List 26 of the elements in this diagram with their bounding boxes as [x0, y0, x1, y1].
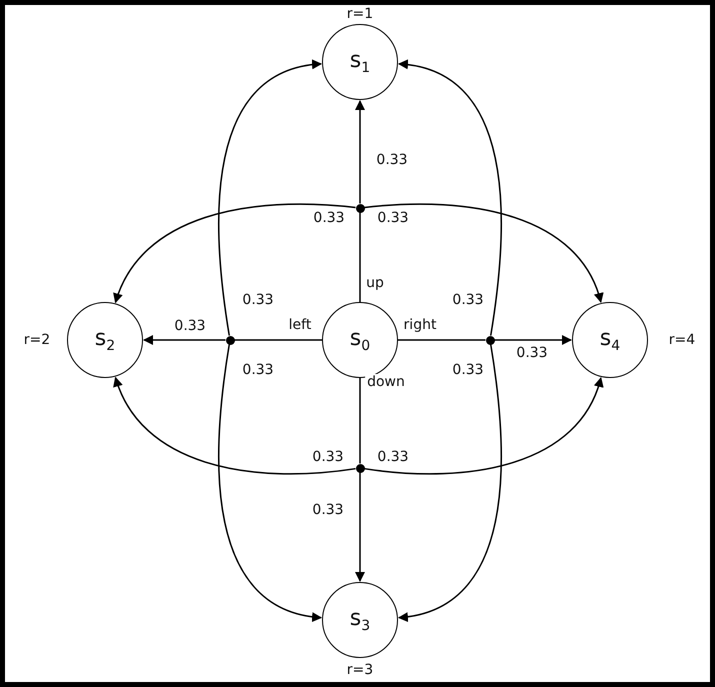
arrow	[143, 335, 226, 345]
reward-label: r=1	[346, 6, 374, 22]
arrow	[114, 376, 356, 474]
arrow	[355, 472, 365, 582]
reward-label: r=3	[346, 662, 374, 678]
action-dot	[226, 336, 234, 344]
action-dot	[486, 336, 494, 344]
reward-label: r=4	[668, 332, 696, 348]
state-name: s$_{4}$	[600, 326, 620, 354]
arrow	[398, 344, 502, 621]
state-name: s$_{2}$	[94, 326, 116, 354]
arrow	[398, 60, 502, 336]
state-name: s$_{3}$	[350, 606, 370, 634]
arrow	[364, 203, 603, 304]
arrow	[218, 344, 322, 621]
arrow	[364, 376, 603, 474]
action-dot	[356, 464, 364, 472]
state-name: s$_{1}$	[350, 48, 370, 76]
arrow	[355, 100, 365, 204]
state-name: s$_{0}$	[350, 326, 370, 354]
action-dot	[356, 204, 364, 212]
action-label: right	[402, 317, 438, 333]
arrow	[218, 60, 322, 336]
reward-label: r=2	[22, 332, 52, 348]
arrow	[494, 335, 572, 345]
arrow	[114, 203, 356, 304]
